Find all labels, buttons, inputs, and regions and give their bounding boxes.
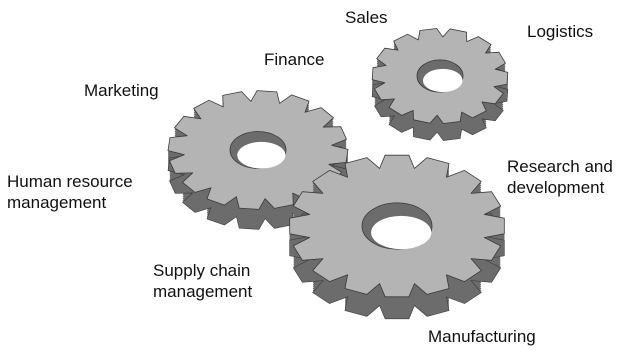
- label-finance: Finance: [264, 50, 325, 69]
- top-right-gear: [371, 28, 509, 141]
- label-rd-line-1: Research and: [507, 157, 613, 176]
- label-sc-line-2: management: [153, 282, 253, 301]
- label-human-resource-management: Human resource management: [7, 171, 133, 213]
- bottom-gear: [289, 154, 505, 320]
- label-sc-line-1: Supply chain: [153, 261, 251, 280]
- label-sales: Sales: [345, 8, 388, 27]
- left-gear: [167, 90, 349, 230]
- label-marketing: Marketing: [84, 81, 159, 100]
- bottom-gear-hole: [371, 215, 432, 250]
- label-rd-line-2: development: [507, 178, 605, 197]
- label-manufacturing: Manufacturing: [428, 327, 536, 346]
- label-hr-line-1: Human resource: [7, 172, 133, 191]
- label-research-and-development: Research and development: [507, 156, 613, 198]
- left-gear-hole: [237, 141, 286, 169]
- label-logistics: Logistics: [527, 22, 594, 41]
- label-hr-line-2: management: [7, 193, 107, 212]
- label-supply-chain-management: Supply chain management: [153, 260, 252, 302]
- top-right-gear-hole: [422, 68, 463, 93]
